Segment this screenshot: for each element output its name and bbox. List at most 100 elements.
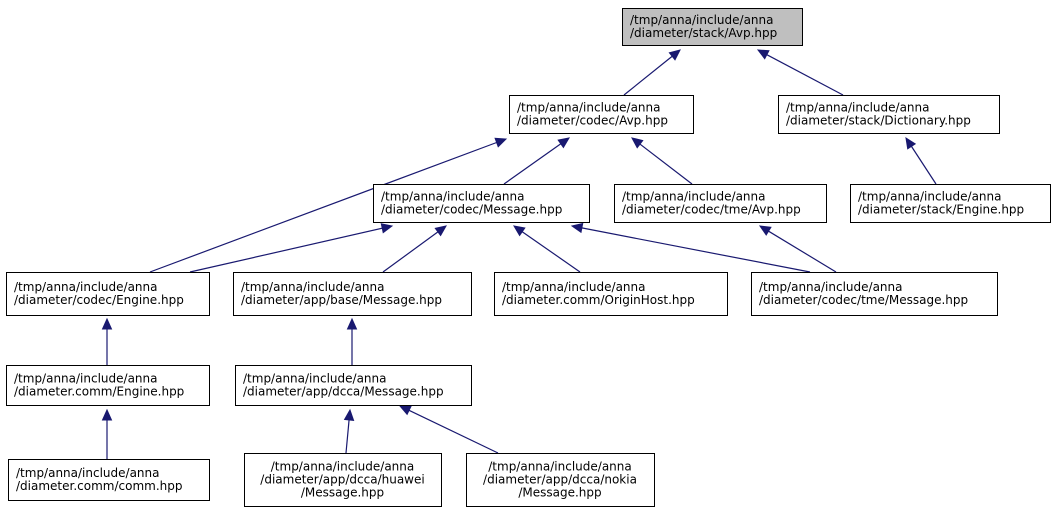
edge-codec_engine-to-codec_avp <box>149 137 508 273</box>
arrowhead-icon <box>631 137 644 149</box>
node-label-line: /tmp/anna/include/anna <box>271 460 415 474</box>
node-label-line: /diameter/app/base/Message.hpp <box>241 293 442 307</box>
node-box[interactable] <box>494 272 728 316</box>
arrowhead-icon <box>434 225 447 237</box>
edge-line <box>408 409 499 454</box>
arrowhead-icon <box>758 225 772 236</box>
edge-codec_tme_message-to-codec_message <box>570 222 811 273</box>
edge-codec_avp-to-stack_avp <box>623 49 681 96</box>
node-label-line: /Message.hpp <box>518 486 601 500</box>
node-box[interactable] <box>6 272 210 316</box>
node-label-line: /diameter.comm/comm.hpp <box>16 479 183 493</box>
edge-line <box>345 419 350 454</box>
node-codec_engine[interactable]: /tmp/anna/include/anna/diameter/codec/En… <box>6 272 210 316</box>
node-label-line: /diameter/codec/Engine.hpp <box>14 293 184 307</box>
node-codec_avp[interactable]: /tmp/anna/include/anna/diameter/codec/Av… <box>509 95 694 134</box>
edge-app_dcca_message-to-app_base_message <box>346 317 358 365</box>
node-box[interactable] <box>233 272 472 316</box>
arrowhead-icon <box>905 136 917 150</box>
node-label-line: /tmp/anna/include/anna <box>14 372 158 386</box>
node-label-line: /diameter.comm/OriginHost.hpp <box>502 293 695 307</box>
node-label-line: /Message.hpp <box>301 486 384 500</box>
node-app_dcca_message[interactable]: /tmp/anna/include/anna/diameter/app/dcca… <box>235 365 472 406</box>
node-label-line: /diameter/app/dcca/huawei <box>260 473 424 487</box>
node-box[interactable] <box>8 459 210 501</box>
edges-layer <box>101 49 937 459</box>
arrowhead-icon <box>494 137 508 148</box>
node-label-line: /diameter/stack/Avp.hpp <box>630 26 777 40</box>
edge-dcca_huawei_message-to-app_dcca_message <box>343 408 355 454</box>
node-box[interactable] <box>373 184 590 223</box>
edge-codec_tme_message-to-codec_tme_avp <box>758 225 837 273</box>
arrowhead-icon <box>557 137 571 149</box>
node-label-line: /diameter/stack/Dictionary.hpp <box>786 114 971 128</box>
node-label-line: /tmp/anna/include/anna <box>14 280 158 294</box>
node-box[interactable] <box>509 95 694 134</box>
node-label-line: /diameter/codec/Avp.hpp <box>517 114 668 128</box>
edge-stack_engine-to-stack_dictionary <box>905 136 937 185</box>
node-box[interactable] <box>466 453 655 507</box>
node-label-line: /diameter/codec/Message.hpp <box>381 203 562 217</box>
edge-line <box>623 55 673 96</box>
node-stack_dictionary[interactable]: /tmp/anna/include/anna/diameter/stack/Di… <box>778 95 1000 134</box>
node-label-line: /diameter/codec/tme/Message.hpp <box>759 293 968 307</box>
node-label-line: /tmp/anna/include/anna <box>502 280 646 294</box>
arrowhead-icon <box>570 222 584 234</box>
node-label-line: /tmp/anna/include/anna <box>241 280 385 294</box>
node-dcca_nokia_message[interactable]: /tmp/anna/include/anna/diameter/app/dcca… <box>466 453 655 507</box>
node-label-line: /diameter/app/dcca/Message.hpp <box>243 385 444 399</box>
node-box[interactable] <box>6 365 210 406</box>
edge-codec_engine-to-codec_message <box>189 223 394 273</box>
edge-line <box>910 146 937 185</box>
node-box[interactable] <box>614 184 827 223</box>
root-node-box[interactable] <box>622 8 803 46</box>
node-stack_avp[interactable]: /tmp/anna/include/anna/diameter/stack/Av… <box>622 8 803 46</box>
node-box[interactable] <box>235 365 472 406</box>
edge-line <box>189 227 383 273</box>
arrowhead-icon <box>346 317 358 330</box>
arrowhead-icon <box>513 225 526 237</box>
node-box[interactable] <box>244 453 442 507</box>
node-comm_engine[interactable]: /tmp/anna/include/anna/diameter.comm/Eng… <box>6 365 210 406</box>
node-stack_engine[interactable]: /tmp/anna/include/anna/diameter/stack/En… <box>850 184 1051 223</box>
node-codec_tme_avp[interactable]: /tmp/anna/include/anna/diameter/codec/tm… <box>614 184 827 223</box>
node-comm_originhost[interactable]: /tmp/anna/include/anna/diameter.comm/Ori… <box>494 272 728 316</box>
arrowhead-icon <box>668 49 681 61</box>
node-codec_message[interactable]: /tmp/anna/include/anna/diameter/codec/Me… <box>373 184 590 223</box>
edge-comm_originhost-to-codec_message <box>513 225 581 273</box>
edge-comm_comm-to-comm_engine <box>101 408 113 459</box>
edge-line <box>766 54 844 96</box>
edge-line <box>639 143 693 185</box>
edge-dcca_nokia_message-to-app_dcca_message <box>398 405 499 454</box>
arrowhead-icon <box>380 223 394 234</box>
node-label-line: /diameter/codec/tme/Avp.hpp <box>622 203 801 217</box>
arrowhead-icon <box>756 49 770 60</box>
node-label-line: /tmp/anna/include/anna <box>16 466 160 480</box>
arrowhead-icon <box>101 408 113 421</box>
edge-line <box>581 227 811 273</box>
node-codec_tme_message[interactable]: /tmp/anna/include/anna/diameter/codec/tm… <box>751 272 998 316</box>
nodes-layer: /tmp/anna/include/anna/diameter/stack/Av… <box>6 8 1051 507</box>
node-box[interactable] <box>778 95 1000 134</box>
node-label-line: /tmp/anna/include/anna <box>759 280 903 294</box>
arrowhead-icon <box>398 405 412 416</box>
edge-line <box>149 141 497 273</box>
edge-line <box>503 143 562 185</box>
node-comm_comm[interactable]: /tmp/anna/include/anna/diameter.comm/com… <box>8 459 210 501</box>
node-label-line: /tmp/anna/include/anna <box>622 190 766 204</box>
node-label-line: /diameter/app/dcca/nokia <box>483 473 637 487</box>
node-app_base_message[interactable]: /tmp/anna/include/anna/diameter/app/base… <box>233 272 472 316</box>
node-dcca_huawei_message[interactable]: /tmp/anna/include/anna/diameter/app/dcca… <box>244 453 442 507</box>
arrowhead-icon <box>101 317 113 330</box>
node-box[interactable] <box>850 184 1051 223</box>
node-label-line: /tmp/anna/include/anna <box>488 460 632 474</box>
node-label-line: /tmp/anna/include/anna <box>243 372 387 386</box>
edge-app_base_message-to-codec_message <box>382 225 447 273</box>
edge-stack_dictionary-to-stack_avp <box>756 49 844 96</box>
node-box[interactable] <box>751 272 998 316</box>
node-label-line: /tmp/anna/include/anna <box>858 190 1002 204</box>
node-label-line: /tmp/anna/include/anna <box>381 190 525 204</box>
node-label-line: /tmp/anna/include/anna <box>786 101 930 115</box>
node-label-line: /tmp/anna/include/anna <box>517 101 661 115</box>
